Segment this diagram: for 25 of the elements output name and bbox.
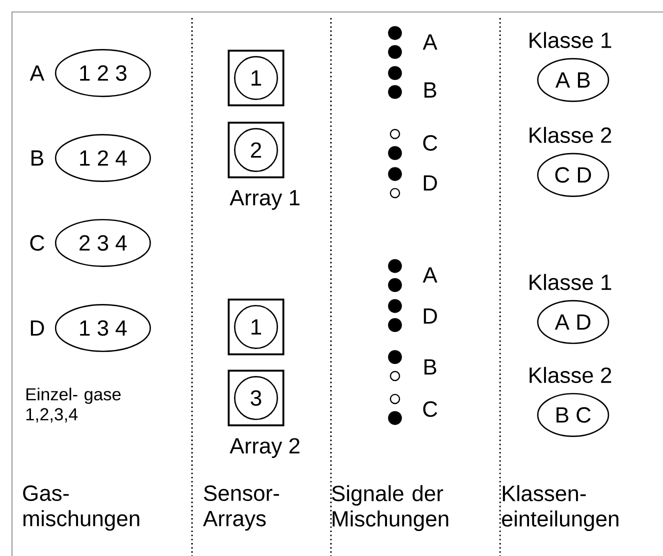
signal-letter: B xyxy=(424,359,436,375)
mixture-letter: A xyxy=(30,65,44,81)
signal-letter: D xyxy=(424,175,437,190)
sensor-box xyxy=(228,298,284,356)
sensor-box xyxy=(228,50,284,106)
signal-letter: A xyxy=(422,267,438,282)
column-heading: Sensor- Arrays xyxy=(203,485,280,531)
signal-letter: C xyxy=(423,401,438,417)
signal-letter: D xyxy=(424,308,437,324)
column-heading: Signale der Mischungen xyxy=(332,485,448,531)
note: Einzel- gase 1,2,3,4 xyxy=(26,388,121,422)
class-heading: Klasse 1 xyxy=(530,32,612,48)
class-heading: Klasse 2 xyxy=(530,126,612,143)
mixture-letter: D xyxy=(30,320,44,336)
class-heading: Klasse 1 xyxy=(530,274,612,290)
sensor-box xyxy=(228,370,284,426)
class-heading: Klasse 2 xyxy=(530,366,612,384)
signal-letter: C xyxy=(423,135,438,151)
mixture-letter: B xyxy=(32,150,44,166)
mixture-letter: C xyxy=(30,235,44,251)
signal-letter: B xyxy=(424,82,436,98)
sensor-box xyxy=(228,122,284,178)
column-heading: Klassen- einteilungen xyxy=(502,485,618,531)
column-heading: Gas- mischungen xyxy=(23,485,140,531)
signal-letter: A xyxy=(422,34,438,50)
